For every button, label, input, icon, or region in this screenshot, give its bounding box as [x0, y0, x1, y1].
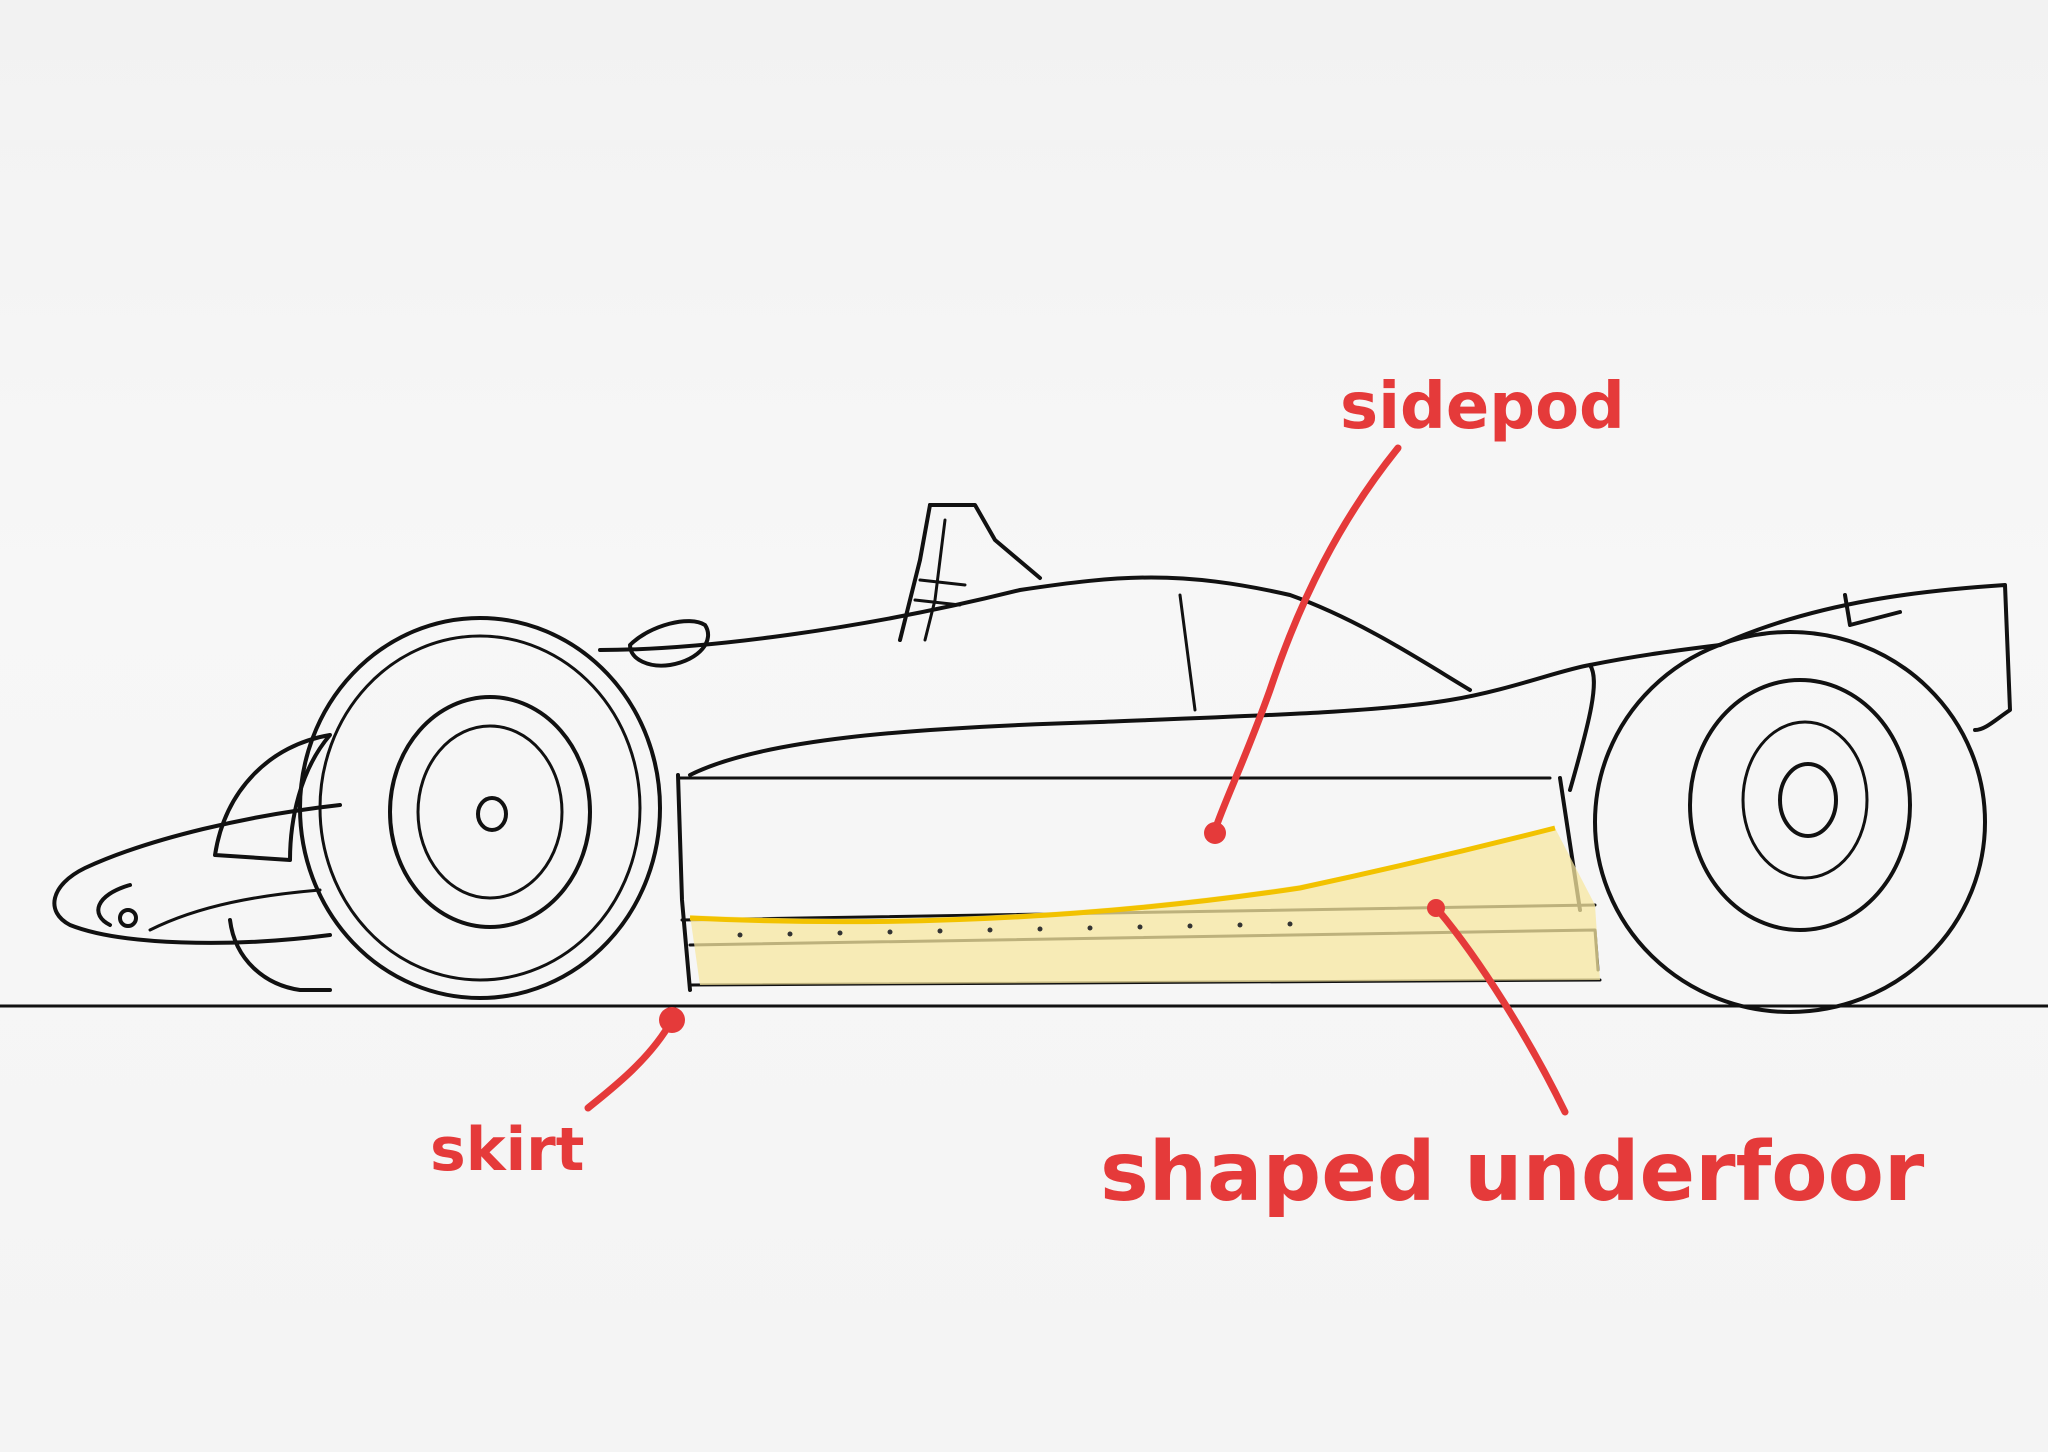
- sidepod-leader: [1211, 444, 1402, 834]
- engine-cover: [1568, 663, 1596, 792]
- front-wing: [213, 733, 332, 862]
- body-shoulder: [688, 663, 1592, 777]
- sidepod-label: sidepod: [1340, 370, 1625, 444]
- underfloor-edge: [689, 825, 1556, 925]
- mirror: [628, 619, 711, 668]
- nose-cone: [52, 803, 342, 945]
- rear-wheel: [1593, 630, 1987, 1014]
- rear-wing: [1718, 583, 2012, 732]
- skirt-marker: [659, 1007, 685, 1033]
- roll-hoop: [928, 503, 1042, 580]
- front-wheel: [298, 616, 662, 1000]
- underfloor-label: shaped underfoor: [1100, 1125, 1925, 1220]
- sidepod-body: [676, 773, 692, 992]
- underfloor-leader: [1434, 906, 1569, 1116]
- skirt-label: skirt: [430, 1115, 585, 1185]
- underfloor-marker: [1427, 899, 1445, 917]
- skirt-leader: [584, 1016, 676, 1112]
- body-upper: [598, 575, 1472, 692]
- sidepod-marker: [1204, 822, 1226, 844]
